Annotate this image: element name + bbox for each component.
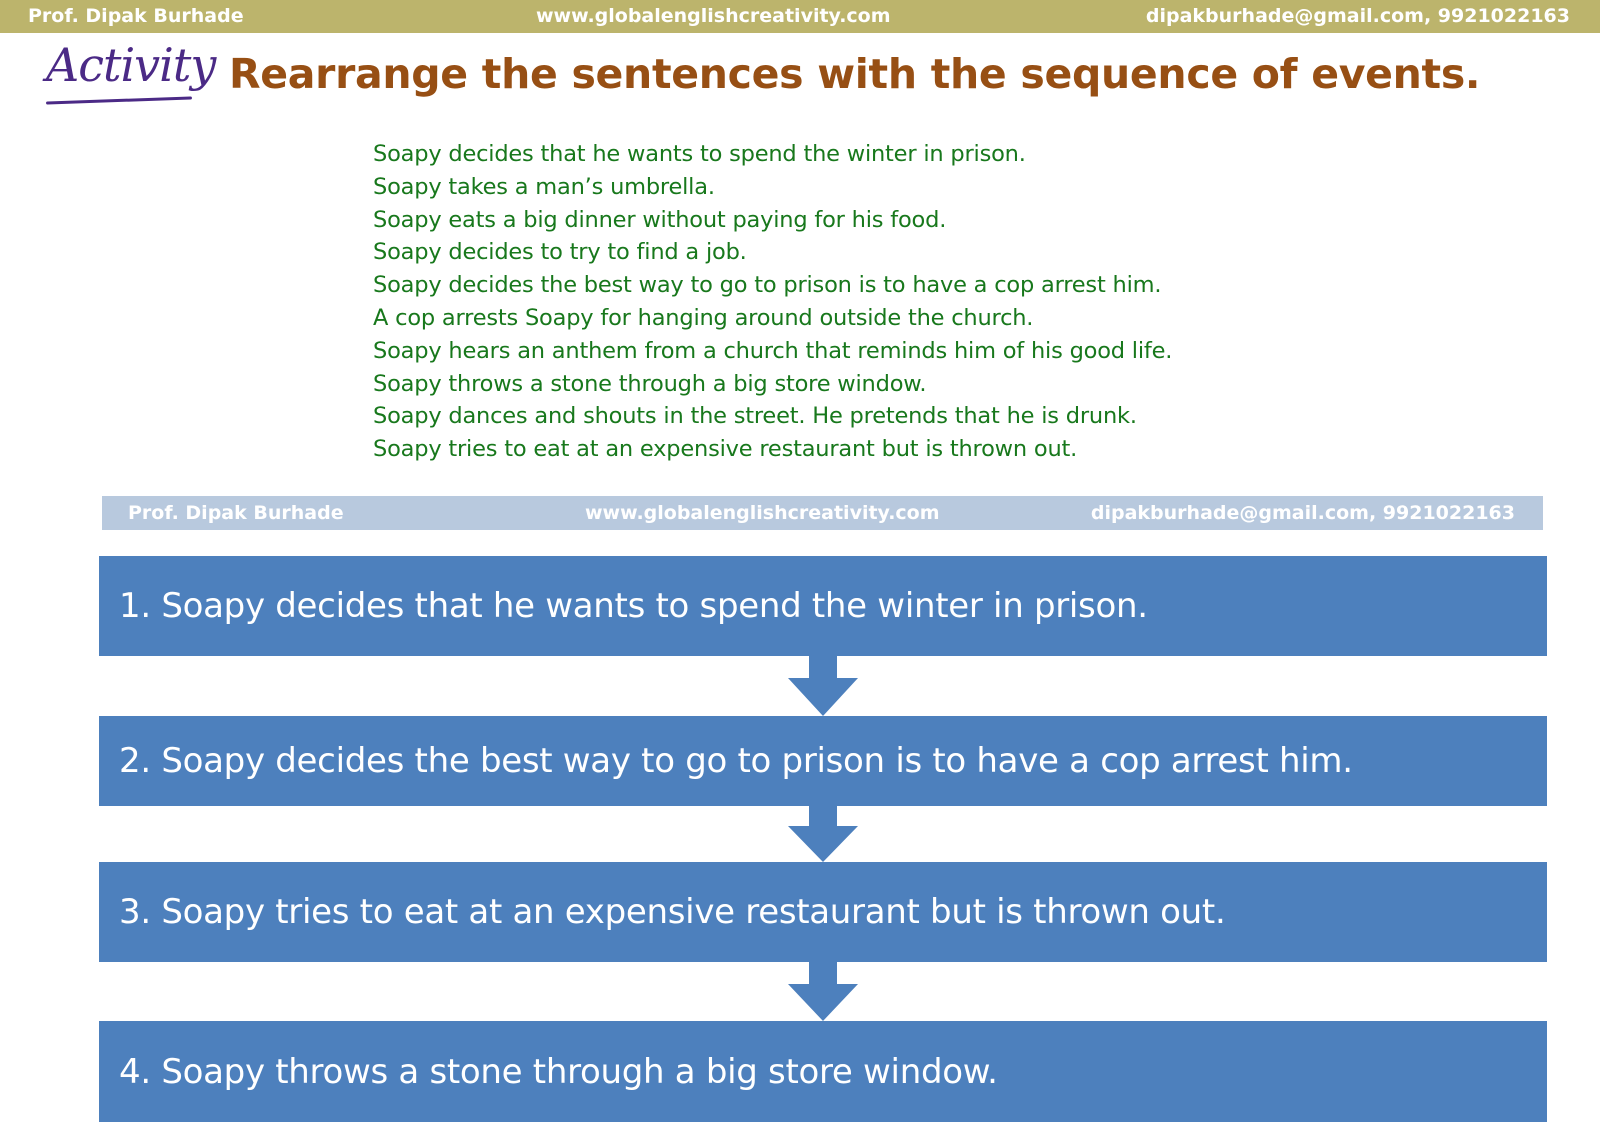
arrow-down-icon [788,962,858,1021]
step-box-2: 2. Soapy decides the best way to go to p… [99,716,1547,806]
sentence-item: Soapy dances and shouts in the street. H… [373,403,1137,430]
watermark-contact[interactable]: dipakburhade@gmail.com, 9921022163 [1090,502,1515,524]
watermark-website[interactable]: www.globalenglishcreativity.com [585,502,940,524]
sentence-item: A cop arrests Soapy for hanging around o… [373,304,1034,331]
sentence-item: Soapy takes a man’s umbrella. [373,173,715,200]
arrow-down-icon [788,656,858,716]
header-contact[interactable]: dipakburhade@gmail.com, 9921022163 [1145,5,1570,27]
step-text: 1. Soapy decides that he wants to spend … [119,586,1148,626]
header-bar: Prof. Dipak Burhade www.globalenglishcre… [0,0,1600,33]
arrow-down-icon [788,806,858,862]
step-text: 3. Soapy tries to eat at an expensive re… [119,892,1226,932]
sentence-item: Soapy decides the best way to go to pris… [373,272,1162,299]
step-text: 2. Soapy decides the best way to go to p… [119,741,1353,781]
sentence-item: Soapy throws a stone through a big store… [373,370,927,397]
sentence-item: Soapy tries to eat at an expensive resta… [373,436,1078,463]
header-author: Prof. Dipak Burhade [28,5,244,27]
watermark-bar: Prof. Dipak Burhade www.globalenglishcre… [102,496,1543,530]
sentence-item: Soapy decides to try to find a job. [373,239,747,266]
page-title: Rearrange the sentences with the sequenc… [229,50,1481,98]
sentence-item: Soapy hears an anthem from a church that… [373,337,1173,364]
sentence-item: Soapy eats a big dinner without paying f… [373,206,947,233]
header-website[interactable]: www.globalenglishcreativity.com [536,5,891,27]
step-box-3: 3. Soapy tries to eat at an expensive re… [99,862,1547,962]
sentence-list: Soapy decides that he wants to spend the… [373,138,1172,466]
watermark-author: Prof. Dipak Burhade [128,502,344,524]
step-box-1: 1. Soapy decides that he wants to spend … [99,556,1547,656]
step-box-4: 4. Soapy throws a stone through a big st… [99,1021,1547,1122]
step-text: 4. Soapy throws a stone through a big st… [119,1051,998,1092]
activity-label: Activity [46,38,216,92]
sentence-item: Soapy decides that he wants to spend the… [373,141,1026,167]
activity-underline [45,96,193,105]
